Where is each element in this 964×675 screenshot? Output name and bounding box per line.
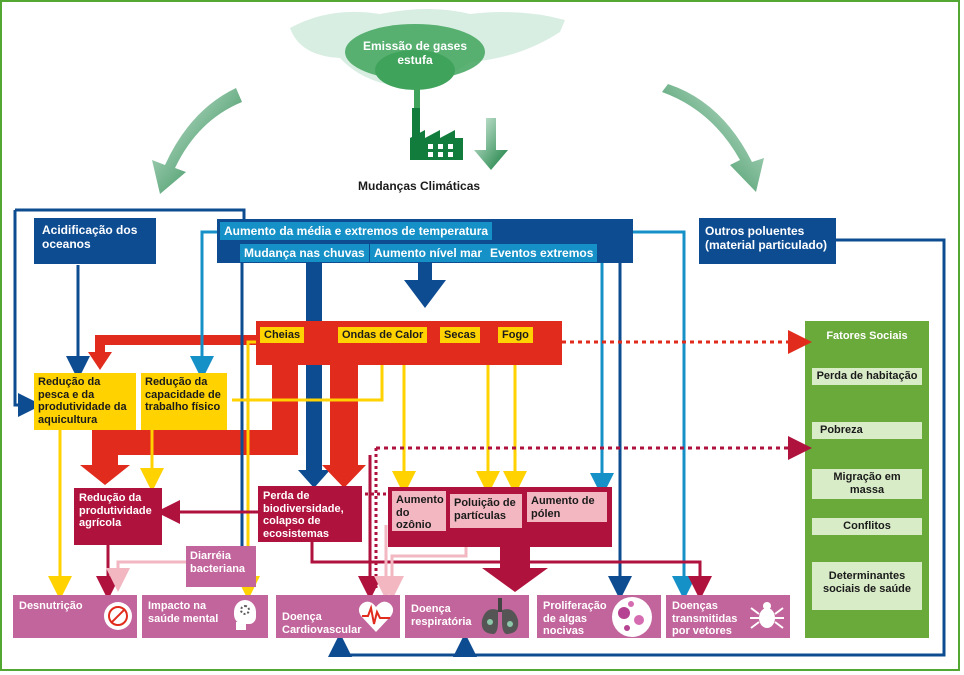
vector-diseases-box: Doenças transmitidas por vetores xyxy=(666,595,790,638)
diarrhea-box: Diarréia bacteriana xyxy=(186,546,256,587)
biodiversity-loss-box: Perda de biodiversidade, colapso de ecos… xyxy=(258,486,362,542)
malnutrition-label: Desnutrição xyxy=(19,600,83,612)
curved-arrow-left-icon xyxy=(152,88,242,194)
social-item-poverty: Pobreza xyxy=(812,422,922,440)
particles-box: Poluição de partículas xyxy=(450,494,522,528)
bacteria-icon xyxy=(612,597,652,637)
ozone-box: Aumento do ozônio xyxy=(392,491,446,531)
social-item-health-determinants: Determinantes sociais de saúde xyxy=(812,562,922,610)
extreme-events-label: Eventos extremos xyxy=(486,244,598,262)
curved-arrow-right-icon xyxy=(662,84,764,192)
head-gears-icon xyxy=(232,598,262,632)
heart-icon xyxy=(356,598,396,636)
climate-change-label: Mudanças Climáticas xyxy=(358,179,481,193)
fisheries-box: Redução da pesca e da produtividade da a… xyxy=(34,373,136,430)
other-pollutants-box: Outros poluentes (material particulado) xyxy=(699,218,836,264)
emission-label: Emissão de gases estufa xyxy=(362,39,468,67)
down-arrow-icon xyxy=(474,118,508,170)
social-item-conflicts: Conflitos xyxy=(812,518,922,536)
agricultural-reduction-box: Redução da produtividade agrícola xyxy=(74,488,162,545)
hazard-heat-waves: Ondas de Calor xyxy=(338,327,428,343)
temperature-label: Aumento da média e extremos de temperatu… xyxy=(220,222,493,240)
lungs-icon xyxy=(476,596,524,638)
empty-plate-icon xyxy=(104,602,132,630)
hazard-fire: Fogo xyxy=(498,327,533,343)
hazard-droughts: Secas xyxy=(440,327,480,343)
social-item-mass-migration: Migração em massa xyxy=(812,469,922,500)
rain-change-label: Mudança nas chuvas xyxy=(240,244,369,262)
pollen-box: Aumento de pólen xyxy=(527,492,607,522)
ocean-acidification-box: Acidificação dos oceanos xyxy=(34,218,156,264)
sea-level-label: Aumento nível mar xyxy=(370,244,487,262)
cardiovascular-box: Doença Cardiovascular xyxy=(276,595,400,638)
tick-icon xyxy=(748,598,786,634)
hazard-floods: Cheias xyxy=(260,327,305,343)
social-item-housing-loss: Perda de habitação xyxy=(812,368,922,386)
cloud-icon xyxy=(290,9,565,118)
factory-icon xyxy=(410,108,463,160)
work-capacity-box: Redução da capacidade de trabalho físico xyxy=(141,373,227,430)
social-factors-title: Fatores Sociais xyxy=(826,330,908,342)
